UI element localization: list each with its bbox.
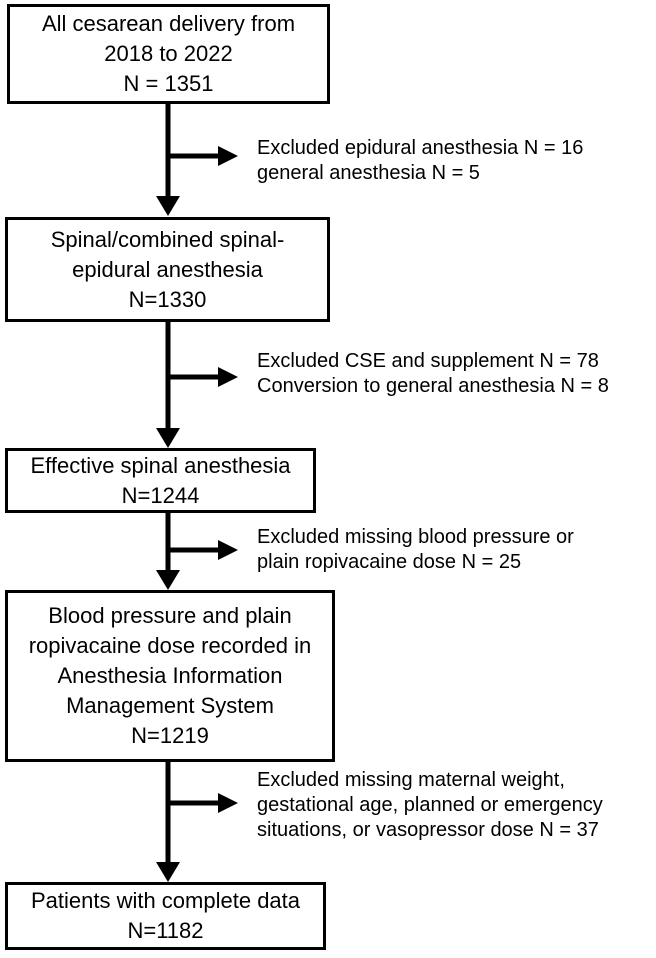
exclusion-line: Conversion to general anesthesia N = 8 <box>257 375 609 397</box>
box-line: Anesthesia Information <box>57 663 283 688</box>
box-line: N = 1351 <box>123 71 214 96</box>
down-arrow-4-head <box>156 862 180 882</box>
box-line: 2018 to 2022 <box>104 41 233 66</box>
exclusion-line: Excluded epidural anesthesia N = 16 <box>257 137 584 159</box>
exclusion-line: situations, or vasopressor dose N = 37 <box>257 819 599 841</box>
exclusion-line: Excluded CSE and supplement N = 78 <box>257 350 599 372</box>
box-line: N=1330 <box>128 286 207 312</box>
exclusion-2: Excluded CSE and supplement N = 78 Conve… <box>257 349 609 399</box>
box-blood-pressure-recorded: Blood pressure and plain ropivacaine dos… <box>5 590 335 762</box>
box-effective-spinal: Effective spinal anesthesia N=1244 <box>5 448 316 513</box>
down-arrow-2-head <box>156 428 180 448</box>
box-line: epidural anesthesia <box>72 256 263 282</box>
box-line: N=1244 <box>121 482 200 508</box>
exclusion-line: plain ropivacaine dose N = 25 <box>257 551 522 573</box>
box-complete-data: Patients with complete data N=1182 <box>5 882 326 950</box>
box-line: N=1182 <box>127 918 204 943</box>
side-arrow-3-head <box>218 540 238 560</box>
box-line: Blood pressure and plain <box>48 603 292 628</box>
exclusion-line: general anesthesia N = 5 <box>257 162 480 184</box>
box-line: N=1219 <box>131 723 209 748</box>
box-all-cesarean: All cesarean delivery from 2018 to 2022 … <box>7 4 330 104</box>
exclusion-4: Excluded missing maternal weight, gestat… <box>257 768 603 843</box>
down-arrow-1-head <box>156 196 180 216</box>
exclusion-1: Excluded epidural anesthesia N = 16 gene… <box>257 136 583 186</box>
box-line: All cesarean delivery from <box>41 11 296 36</box>
box-line: Spinal/combined spinal- <box>50 226 285 252</box>
exclusion-3: Excluded missing blood pressure or plain… <box>257 525 574 575</box>
down-arrow-3-head <box>156 570 180 590</box>
box-line: Effective spinal anesthesia <box>30 452 291 478</box>
side-arrow-1-head <box>218 146 238 166</box>
exclusion-line: Excluded missing blood pressure or <box>257 526 574 548</box>
box-line: ropivacaine dose recorded in <box>28 633 312 658</box>
side-arrow-4-head <box>218 793 238 813</box>
exclusion-line: Excluded missing maternal weight, <box>257 769 565 791</box>
exclusion-line: gestational age, planned or emergency <box>257 794 603 816</box>
side-arrow-2-head <box>218 367 238 387</box>
box-spinal-combined: Spinal/combined spinal- epidural anesthe… <box>5 217 330 322</box>
box-line: Patients with complete data <box>30 888 301 913</box>
box-line: Management System <box>66 693 274 718</box>
